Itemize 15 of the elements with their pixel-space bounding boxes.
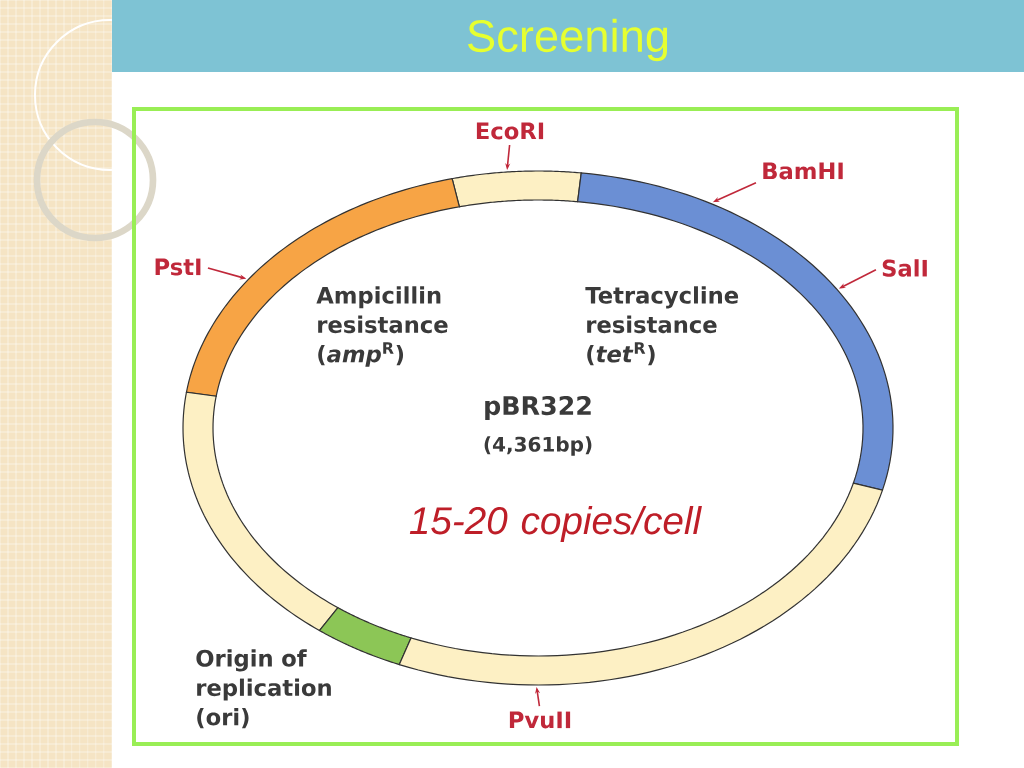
plasmid-name: pBR322 xyxy=(485,395,591,421)
plasmid-size: (4,361bp) xyxy=(484,436,592,456)
region-label: Origin of replication (ori) xyxy=(196,649,331,729)
copy-number-note: 15-20 copies/cell xyxy=(409,506,702,543)
plasmid-segment xyxy=(451,170,582,208)
site-label: EcoRI xyxy=(476,122,544,140)
site-label: SalI xyxy=(882,259,927,277)
plasmid-segment xyxy=(182,391,339,632)
gene-label: Tetracycline resistance (tet$^{R}$) xyxy=(585,286,739,366)
site-label: PvuII xyxy=(509,711,571,729)
title: Screening xyxy=(468,18,668,62)
gene-label: Ampicillin resistance (amp$^{R}$) xyxy=(316,286,448,367)
plasmid-segment xyxy=(398,482,884,686)
site-label: BamHI xyxy=(763,162,843,180)
site-label: PstI xyxy=(155,258,201,276)
